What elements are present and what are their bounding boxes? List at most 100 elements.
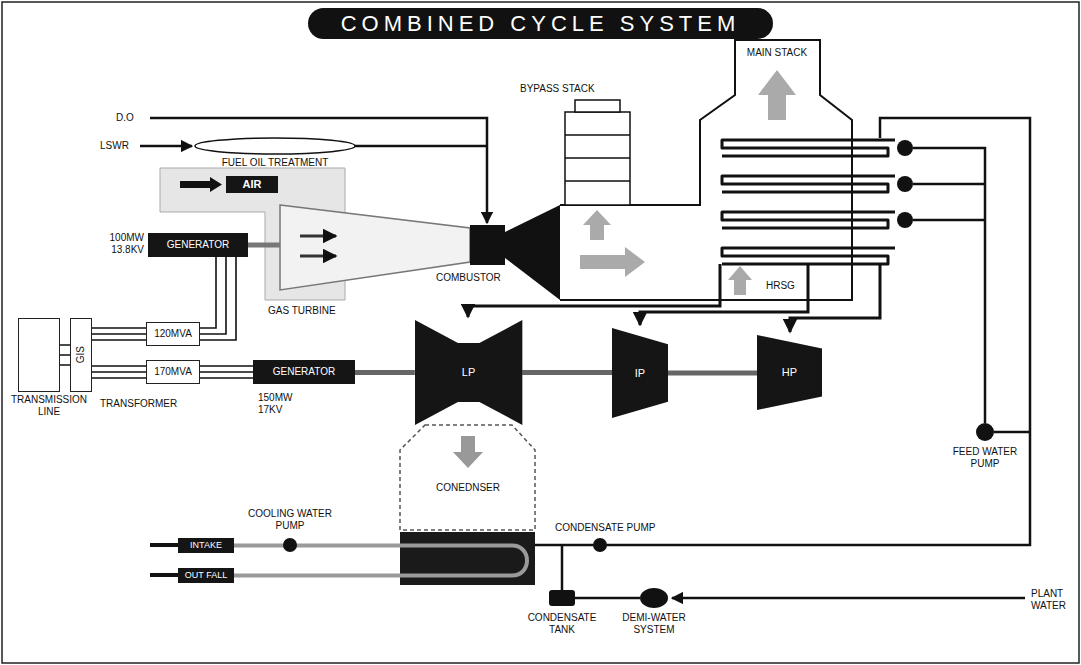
node-label: GIS xyxy=(75,346,87,363)
node-label: AIR xyxy=(243,178,262,191)
steam-pipe xyxy=(790,264,880,332)
air-flow-arrow xyxy=(300,255,336,258)
node-label: 170MVA xyxy=(154,366,192,378)
hrsg-drum xyxy=(897,140,913,228)
connector-line xyxy=(92,366,146,378)
cooling-water-pipe xyxy=(150,543,178,547)
exhaust-flow-arrow xyxy=(453,436,483,468)
pump-symbol xyxy=(593,538,607,552)
hrsg-tubes xyxy=(722,140,895,264)
turbine-symbol: LP xyxy=(415,320,522,425)
bypass-stack xyxy=(565,100,630,205)
connector-line xyxy=(60,345,70,365)
equipment-box: OUT FALL xyxy=(178,568,234,583)
condenser-hood xyxy=(400,425,535,530)
connector-line xyxy=(522,370,612,375)
node-caption: TRANSMISSION LINE xyxy=(7,394,91,417)
equipment-box: 170MVA xyxy=(146,360,200,384)
part-label: BYPASS STACK xyxy=(520,83,595,95)
pump-symbol xyxy=(976,423,994,441)
part-label: HRSG xyxy=(766,280,795,292)
connector-line xyxy=(668,371,757,376)
part-label: CONDENSATE PUMP xyxy=(555,522,655,534)
node-label: GENERATOR xyxy=(273,366,335,378)
demi-water-symbol xyxy=(640,588,668,608)
equipment-box: INTAKE xyxy=(178,538,234,553)
bypass-stack xyxy=(575,100,620,112)
part-label: MAIN STACK xyxy=(737,47,817,59)
equipment-box: GIS xyxy=(70,318,92,392)
part-label: CONDENSATE TANK xyxy=(527,612,597,636)
node-label: IP xyxy=(635,367,645,380)
node-label: LP xyxy=(462,366,475,379)
part-label: D.O xyxy=(116,112,134,124)
pump-symbol xyxy=(283,538,297,552)
bypass-stack xyxy=(565,112,630,205)
bypass-stack xyxy=(565,135,630,181)
air-arrow xyxy=(180,177,222,192)
title-banner: COMBINED CYCLE SYSTEM xyxy=(308,8,773,39)
equipment-box: AIR xyxy=(226,176,278,193)
part-label: TRANSFORMER xyxy=(100,398,177,410)
hrsg-drum xyxy=(897,176,913,192)
gas-flow-arrow xyxy=(580,247,645,277)
gas-turbine-shaft xyxy=(248,243,280,248)
water-pipe xyxy=(535,118,1030,598)
water-pipe xyxy=(561,545,564,590)
gas-flow-arrow xyxy=(728,266,752,295)
part-label: PLANT WATER xyxy=(1031,588,1075,612)
node-label: 120MVA xyxy=(154,328,192,340)
part-label: GAS TURBINE xyxy=(268,305,336,317)
hrsg-tubes xyxy=(722,176,895,192)
part-label: FEED WATER PUMP xyxy=(947,446,1023,470)
node-caption: FUEL OIL TREATMENT xyxy=(222,157,329,169)
title-text: COMBINED CYCLE SYSTEM xyxy=(341,13,741,35)
part-label: COMBUSTOR xyxy=(436,272,501,284)
hrsg-drum xyxy=(897,212,913,228)
shape-outline xyxy=(195,138,355,154)
connector-line xyxy=(200,257,236,340)
turbine-exhaust xyxy=(505,205,560,300)
turbine-symbol: HP xyxy=(757,335,822,410)
hrsg-drum xyxy=(897,140,913,156)
cooling-water-pipe xyxy=(150,545,178,575)
gas-flow-arrow xyxy=(583,210,611,240)
connector-line xyxy=(234,546,527,576)
water-pipe xyxy=(994,431,1030,434)
hrsg-tubes xyxy=(722,140,895,156)
part-label: CONEDNSER xyxy=(423,482,513,494)
water-pipe xyxy=(913,148,985,423)
hrsg-duct xyxy=(560,40,852,300)
connector-line xyxy=(355,370,415,375)
turbine-symbol: IP xyxy=(612,328,668,418)
steam-pipe xyxy=(468,264,720,317)
water-pipe xyxy=(575,597,640,600)
gas-flow-arrow xyxy=(758,70,796,120)
node-label: HP xyxy=(782,366,797,379)
hrsg-tubes xyxy=(722,248,895,264)
cooling-water-pipe xyxy=(150,573,178,577)
part-label: LSWR xyxy=(100,140,129,152)
steam-pipe xyxy=(468,264,880,332)
equipment-box: GENERATOR xyxy=(148,233,248,257)
process-ellipse: FUEL OIL TREATMENT xyxy=(195,138,355,154)
steam-pipe xyxy=(640,264,808,325)
connector-line xyxy=(200,366,253,378)
fuel-pipe xyxy=(355,145,487,148)
shape-outline xyxy=(612,328,668,418)
part-label: 100MW 13.8KV xyxy=(86,232,144,256)
equipment-box: 120MVA xyxy=(146,322,200,346)
water-pipe xyxy=(535,118,1030,545)
node-label: OUT FALL xyxy=(185,570,227,580)
equipment-box: TRANSMISSION LINE xyxy=(18,318,60,392)
shape-outline xyxy=(757,335,822,410)
pump-symbol xyxy=(283,423,994,552)
combustor-symbol xyxy=(470,225,505,265)
node-label: GENERATOR xyxy=(167,239,229,251)
air-flow-arrow xyxy=(300,235,336,238)
condensate-tank-symbol xyxy=(549,590,575,606)
shape-outline xyxy=(195,138,355,154)
